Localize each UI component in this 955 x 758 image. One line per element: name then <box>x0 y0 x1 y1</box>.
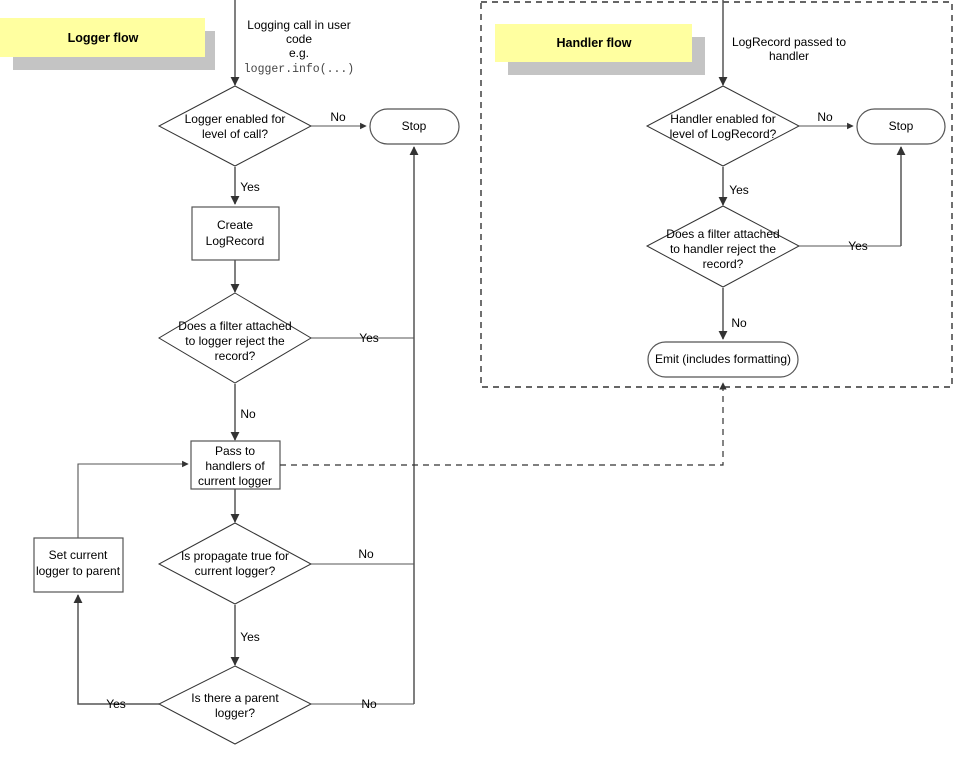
process-set-parent-line2: logger to parent <box>36 564 121 578</box>
logger-flow-banner <box>0 18 215 70</box>
decision-logger-filter-line2: to logger reject the <box>185 334 285 348</box>
edge-label-handler-filter-no: No <box>731 316 747 330</box>
process-pass-to-handlers-line1: Pass to <box>215 444 255 458</box>
terminator-emit <box>647 341 799 378</box>
terminator-handler-stop <box>856 108 946 145</box>
edge-label-handler-enabled-yes: Yes <box>729 183 749 197</box>
decision-handler-filter-line2: to handler reject the <box>670 242 776 256</box>
decision-propagate-line1: Is propagate true for <box>181 549 289 563</box>
logger-entry-label-code: logger.info(...) <box>244 63 354 76</box>
edge-label-parent-no: No <box>361 697 377 711</box>
process-set-current-logger-to-parent <box>33 537 124 593</box>
decision-handler-filter <box>645 205 801 288</box>
edge-set-parent-to-pass <box>77 460 189 538</box>
process-create-logrecord-line1: Create <box>217 218 253 232</box>
terminator-logger-stop-label: Stop <box>402 119 427 133</box>
decision-parent-logger <box>157 665 313 745</box>
decision-handler-filter-line3: record? <box>703 257 744 271</box>
decision-logger-filter-line3: record? <box>215 349 256 363</box>
decision-handler-enabled <box>645 85 801 167</box>
edge-label-handler-filter-yes: Yes <box>848 239 868 253</box>
edge-label-logger-filter-no: No <box>240 407 256 421</box>
edge-label-propagate-yes: Yes <box>240 630 260 644</box>
logger-entry-label-line2: code <box>286 32 312 46</box>
edge-label-logger-enabled-yes: Yes <box>240 180 260 194</box>
process-pass-to-handlers-line3: current logger <box>198 474 272 488</box>
logger-entry-label-line1: Logging call in user <box>247 18 350 32</box>
decision-propagate <box>157 522 313 605</box>
handler-flow-group-border <box>480 1 953 388</box>
logger-entry-label-line3: e.g. <box>289 46 309 60</box>
decision-parent-logger-line1: Is there a parent <box>191 691 279 705</box>
decision-parent-logger-line2: logger? <box>215 706 255 720</box>
terminator-logger-stop <box>369 108 460 145</box>
logger-flow-banner-label: Logger flow <box>68 31 139 45</box>
decision-handler-enabled-line1: Handler enabled for <box>670 112 775 126</box>
process-pass-to-handlers-line2: handlers of <box>205 459 265 473</box>
edge-label-propagate-no: No <box>358 547 374 561</box>
edge-label-logger-enabled-no: No <box>330 110 346 124</box>
handler-flow-banner <box>495 24 705 75</box>
edge-label-logger-filter-yes: Yes <box>359 331 379 345</box>
decision-logger-enabled-line1: Logger enabled for <box>185 112 286 126</box>
terminator-handler-stop-label: Stop <box>889 119 914 133</box>
process-create-logrecord <box>191 206 280 261</box>
edge-label-handler-enabled-no: No <box>817 110 833 124</box>
decision-handler-filter-line1: Does a filter attached <box>666 227 779 241</box>
decision-handler-enabled-line2: level of LogRecord? <box>670 127 777 141</box>
handler-flow-banner-fill <box>495 24 692 62</box>
decision-logger-enabled-line2: level of call? <box>202 127 268 141</box>
decision-logger-filter-line1: Does a filter attached <box>178 319 291 333</box>
logger-flow-banner-fill <box>0 18 205 57</box>
terminator-emit-label: Emit (includes formatting) <box>655 352 791 366</box>
edge-parent-yes-to-set-parent <box>73 594 159 705</box>
handler-entry-label-line1: LogRecord passed to <box>732 35 846 49</box>
handler-flow-banner-label: Handler flow <box>556 36 631 50</box>
decision-propagate-line2: current logger? <box>195 564 276 578</box>
edge-label-parent-yes: Yes <box>106 697 126 711</box>
handler-entry-label-line2: handler <box>769 49 809 63</box>
process-set-parent-line1: Set current <box>49 548 108 562</box>
edge-pass-to-handlers-to-handler-flow <box>280 382 727 466</box>
decision-logger-filter <box>158 292 312 384</box>
process-create-logrecord-line2: LogRecord <box>206 234 265 248</box>
process-pass-to-handlers <box>190 440 281 490</box>
decision-logger-enabled <box>157 85 313 167</box>
